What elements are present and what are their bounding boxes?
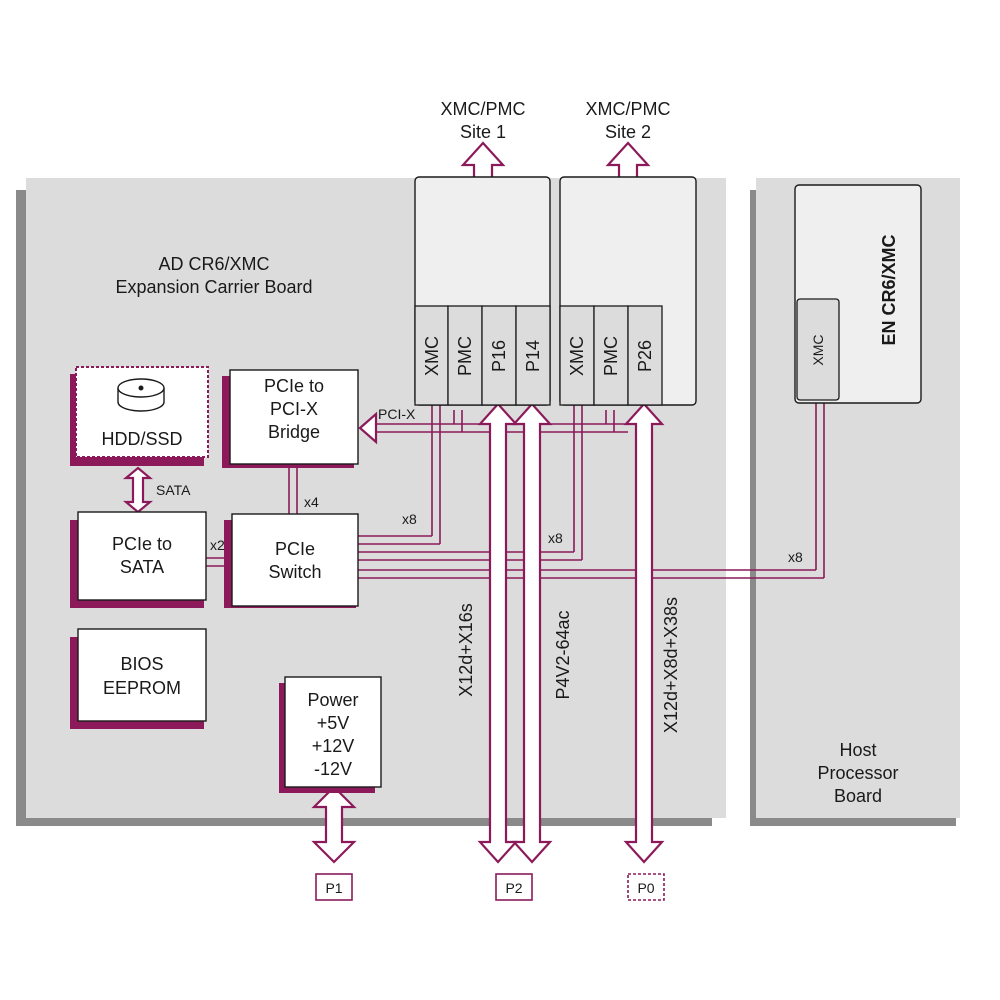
bridge-label-3: Bridge xyxy=(268,422,320,442)
carrier-subtitle: Expansion Carrier Board xyxy=(115,277,312,297)
site1-p14-label: P14 xyxy=(523,340,543,372)
power-block xyxy=(284,676,382,788)
bridge-label-2: PCI-X xyxy=(270,399,318,419)
power-label-1: Power xyxy=(307,690,358,710)
site1 xyxy=(414,176,551,406)
p2-bus-b-label: P4V2-64ac xyxy=(553,610,573,699)
host-xmc-label: XMC xyxy=(810,334,826,365)
site1-p14-connector xyxy=(515,305,551,406)
pcix-link-label: PCI-X xyxy=(378,406,416,422)
bridge-label-1: PCIe to xyxy=(264,376,324,396)
site2-title: XMC/PMC xyxy=(586,99,671,119)
site2 xyxy=(559,176,697,406)
en-cr6-label: EN CR6/XMC xyxy=(879,234,899,345)
disk-icon xyxy=(117,378,165,412)
hdd-label: HDD/SSD xyxy=(101,429,182,449)
host-label-1: Host xyxy=(839,740,876,760)
power-label-4: -12V xyxy=(314,759,352,779)
pcie-pcix-bridge-block xyxy=(229,369,359,465)
bios-eeprom-block xyxy=(77,628,207,722)
site1-pmc-label: PMC xyxy=(455,336,475,376)
site2-pmc-connector xyxy=(593,305,629,406)
bios-label-1: BIOS xyxy=(120,654,163,674)
switch-label-1: PCIe xyxy=(275,539,315,559)
site1-p16-connector xyxy=(481,305,517,406)
site1-title: XMC/PMC xyxy=(441,99,526,119)
site1-xmc-label: XMC xyxy=(422,336,442,376)
p2-port xyxy=(495,873,533,901)
site2-subtitle: Site 2 xyxy=(605,122,651,142)
x8-site1-label: x8 xyxy=(402,511,417,527)
site1-p16-label: P16 xyxy=(489,340,509,372)
site2-pmc-label: PMC xyxy=(601,336,621,376)
sata-ctrl-label-2: SATA xyxy=(120,557,164,577)
host-label-2: Processor xyxy=(817,763,898,783)
p16-arrow xyxy=(477,402,519,864)
site1-xmc-connector xyxy=(414,305,449,406)
power-arrow xyxy=(311,785,357,864)
host-label-3: Board xyxy=(834,786,882,806)
p0-bus-label: X12d+X8d+X38s xyxy=(661,597,681,733)
pcie-sata-block xyxy=(77,511,207,601)
p0-label: P0 xyxy=(637,880,654,896)
site2-xmc-connector xyxy=(559,305,595,406)
site1-subtitle: Site 1 xyxy=(460,122,506,142)
x2-link-label: x2 xyxy=(210,537,225,553)
switch-label-2: Switch xyxy=(268,562,321,582)
sata-link-label: SATA xyxy=(156,482,191,498)
site2-p26-connector xyxy=(627,305,663,406)
p1-label: P1 xyxy=(325,880,342,896)
site2-xmc-label: XMC xyxy=(567,336,587,376)
x8-host-label: x8 xyxy=(788,549,803,565)
pcix-arrowhead xyxy=(358,411,378,445)
p1-port xyxy=(315,873,353,901)
power-label-2: +5V xyxy=(317,713,350,733)
site2-p26-label: P26 xyxy=(635,340,655,372)
bios-label-2: EEPROM xyxy=(103,678,181,698)
x4-link-label: x4 xyxy=(304,494,319,510)
p2-label: P2 xyxy=(505,880,522,896)
pcie-switch-block xyxy=(231,513,359,607)
p2-bus-a-label: X12d+X16s xyxy=(456,603,476,697)
sata-ctrl-label-1: PCIe to xyxy=(112,534,172,554)
p14-arrow xyxy=(511,402,553,864)
x8-site2-label: x8 xyxy=(548,530,563,546)
p26-arrow xyxy=(623,402,665,864)
p0-port xyxy=(627,873,665,901)
carrier-title: AD CR6/XMC xyxy=(158,254,269,274)
power-label-3: +12V xyxy=(312,736,355,756)
host-xmc-connector xyxy=(796,298,840,401)
